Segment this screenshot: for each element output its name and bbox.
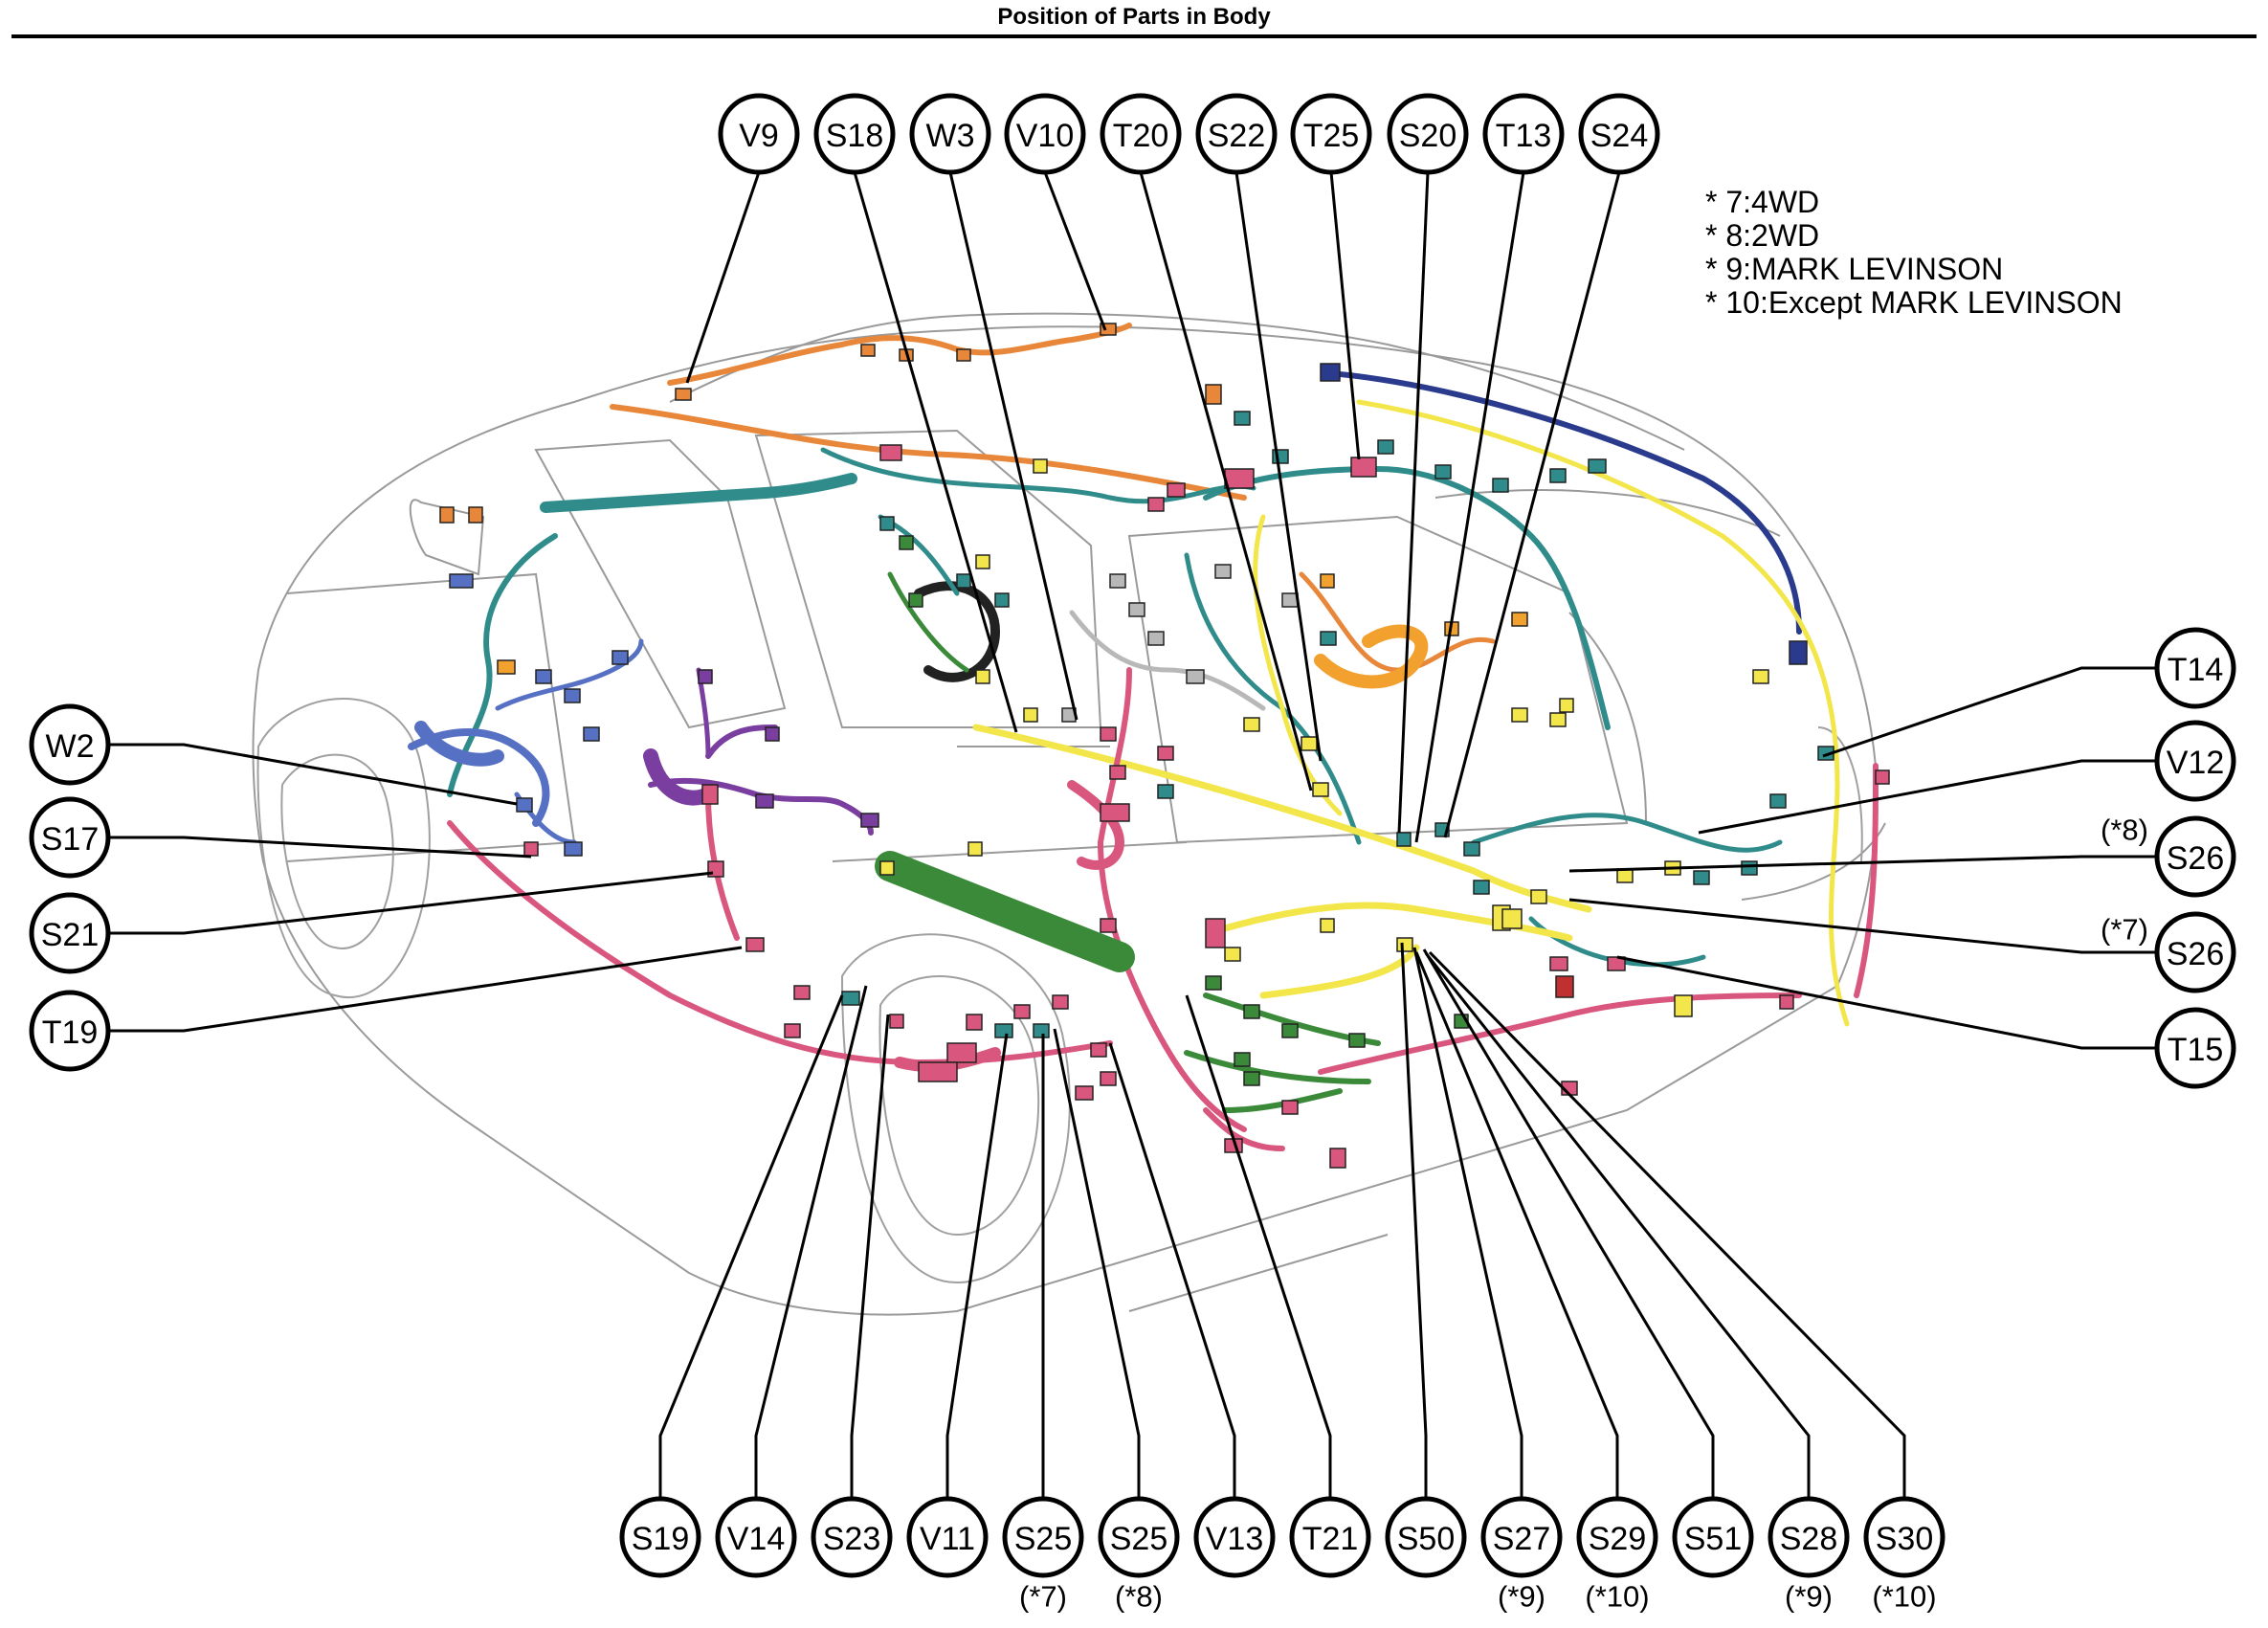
svg-text:S26: S26 — [2167, 936, 2225, 972]
svg-text:S22: S22 — [1208, 118, 1266, 154]
callout-s25-4wd: S25 (*7) — [1002, 1034, 1084, 1614]
callout-s26-2wd: S26 (*8) — [1568, 814, 2236, 898]
callout-v11: V11 — [906, 1033, 1009, 1578]
callout-v10: V10 — [1004, 93, 1107, 331]
callout-t19: T19 — [29, 946, 743, 1072]
callout-s25-2wd: S25 (*8) — [1053, 1028, 1180, 1614]
svg-text:V11: V11 — [920, 1521, 975, 1557]
svg-text:(*8): (*8) — [2101, 814, 2148, 847]
callout-s17: S17 — [29, 796, 532, 879]
teal-harness — [447, 447, 1783, 968]
page-title: Position of Parts in Body — [997, 4, 1271, 30]
svg-text:W2: W2 — [46, 728, 95, 765]
svg-text:S19: S19 — [632, 1521, 690, 1557]
svg-text:S21: S21 — [41, 917, 100, 953]
svg-text:S18: S18 — [826, 118, 884, 154]
callout-t14: T14 — [1822, 627, 2236, 758]
svg-text:T15: T15 — [2168, 1032, 2224, 1068]
roof-harness-orange — [610, 323, 1496, 689]
callout-t13: T13 — [1414, 93, 1565, 843]
svg-text:T20: T20 — [1113, 118, 1169, 154]
legend-item: * 7:4WD — [1705, 185, 1820, 219]
svg-text:(*10): (*10) — [1872, 1580, 1936, 1614]
svg-text:S30: S30 — [1876, 1521, 1934, 1557]
svg-text:S27: S27 — [1493, 1521, 1551, 1557]
callout-v14: V14 — [715, 985, 868, 1578]
svg-text:(*9): (*9) — [1498, 1580, 1545, 1614]
svg-text:S51: S51 — [1684, 1521, 1743, 1557]
svg-text:V10: V10 — [1016, 118, 1075, 154]
callout-s24: S24 — [1443, 93, 1660, 838]
callout-s22: S22 — [1195, 93, 1323, 762]
svg-text:S24: S24 — [1590, 118, 1649, 154]
yellow-floor-harness — [972, 724, 1592, 999]
callout-w2: W2 — [29, 703, 518, 806]
callout-s28: S28 (*9) — [1424, 952, 1850, 1614]
svg-text:T19: T19 — [42, 1015, 99, 1051]
svg-text:T13: T13 — [1496, 118, 1552, 154]
callout-s27: S27 (*9) — [1412, 947, 1563, 1614]
svg-text:S28: S28 — [1780, 1521, 1838, 1557]
svg-text:S26: S26 — [2167, 840, 2225, 877]
svg-text:S25: S25 — [1110, 1521, 1168, 1557]
svg-text:V9: V9 — [739, 118, 779, 154]
variant-legend: * 7:4WD * 8:2WD * 9:MARK LEVINSON * 10:E… — [1705, 186, 2123, 320]
pink-floor-harness — [447, 667, 1879, 1151]
svg-text:S25: S25 — [1014, 1521, 1073, 1557]
callout-s19: S19 — [619, 994, 844, 1578]
navy-yellow-rear-harness — [1253, 370, 1850, 1027]
callout-s29: S29 (*10) — [1414, 951, 1658, 1614]
callout-t15: T15 — [1616, 955, 2236, 1089]
callout-t21: T21 — [1185, 994, 1371, 1578]
svg-text:(*9): (*9) — [1785, 1580, 1833, 1614]
callout-s26-4wd: S26 (*7) — [1568, 898, 2236, 993]
svg-text:T14: T14 — [2168, 652, 2224, 688]
svg-text:(*8): (*8) — [1115, 1580, 1163, 1614]
callout-s23: S23 — [811, 1014, 893, 1578]
svg-text:T25: T25 — [1303, 118, 1360, 154]
callout-v9: V9 — [685, 93, 800, 384]
callout-s20: S20 — [1387, 93, 1469, 834]
callout-s50: S50 — [1385, 942, 1467, 1578]
callout-w3: W3 — [909, 93, 1078, 721]
svg-text:(*10): (*10) — [1585, 1580, 1649, 1614]
svg-text:S29: S29 — [1589, 1521, 1647, 1557]
callout-t20: T20 — [1100, 93, 1313, 792]
callout-v13: V13 — [1108, 1042, 1276, 1578]
svg-text:V12: V12 — [2167, 745, 2225, 781]
svg-text:S17: S17 — [41, 821, 100, 858]
callout-s18: S18 — [813, 93, 1018, 733]
svg-text:S20: S20 — [1399, 118, 1457, 154]
callout-t25: T25 — [1290, 93, 1372, 460]
svg-text:S50: S50 — [1397, 1521, 1456, 1557]
callout-s21: S21 — [29, 871, 714, 974]
legend-item: * 10:Except MARK LEVINSON — [1705, 285, 2123, 320]
title-rule — [11, 34, 2257, 38]
connector-blocks — [439, 323, 1890, 1169]
svg-text:(*7): (*7) — [1019, 1580, 1067, 1614]
svg-text:T21: T21 — [1302, 1521, 1359, 1557]
callout-s30: S30 (*10) — [1428, 950, 1946, 1614]
callout-s51: S51 — [1422, 948, 1754, 1578]
legend-item: * 8:2WD — [1705, 218, 1820, 253]
svg-text:V13: V13 — [1206, 1521, 1264, 1557]
svg-text:(*7): (*7) — [2101, 913, 2148, 947]
legend-item: * 9:MARK LEVINSON — [1705, 252, 2004, 286]
svg-text:S23: S23 — [823, 1521, 881, 1557]
svg-text:V14: V14 — [727, 1521, 786, 1557]
callout-v12: V12 — [1698, 720, 2236, 835]
svg-text:W3: W3 — [926, 118, 975, 154]
